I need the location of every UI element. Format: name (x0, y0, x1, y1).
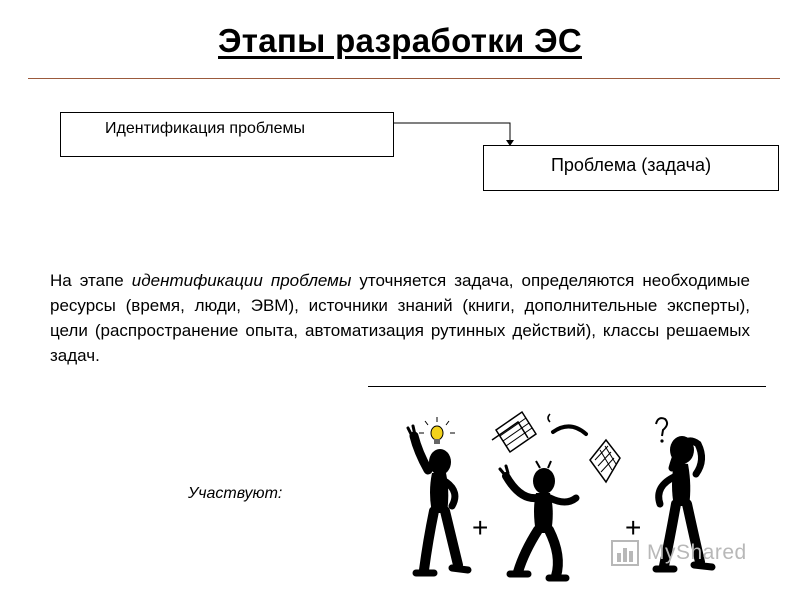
connector-arrowhead (506, 140, 514, 146)
title-divider (28, 78, 780, 79)
description-paragraph: На этапе идентификации проблемы уточняет… (50, 268, 750, 368)
connector-line (394, 122, 511, 141)
juggling-person-figure (498, 460, 580, 582)
lightbulb-icon (419, 417, 455, 444)
section-divider (368, 386, 766, 387)
documents-icon (491, 410, 538, 454)
identification-stage-box: Идентификация проблемы (60, 112, 394, 157)
plus-sign-1: + (472, 512, 488, 543)
phone-icon (547, 413, 588, 436)
identification-stage-label: Идентификация проблемы (105, 120, 306, 137)
problem-box: Проблема (задача) (483, 145, 779, 191)
idea-person-figure (406, 424, 472, 577)
problem-box-label: Проблема (задача) (550, 155, 712, 175)
thinking-person-figure (652, 436, 716, 573)
question-mark-icon (655, 417, 669, 443)
keyboard-icon (589, 438, 621, 484)
slide-title: Этапы разработки ЭС (218, 22, 582, 59)
description-rest: уточняется задача, определяются необходи… (50, 271, 750, 365)
participants-label: Участвуют: (188, 485, 283, 502)
watermark-logo-icon (611, 540, 639, 566)
description-emphasis: идентификации проблемы (131, 271, 352, 290)
description-intro: На этапе (50, 271, 132, 290)
watermark: MyShared (609, 535, 769, 575)
watermark-text: MyShared (647, 541, 747, 564)
plus-sign-2: + (625, 512, 641, 543)
